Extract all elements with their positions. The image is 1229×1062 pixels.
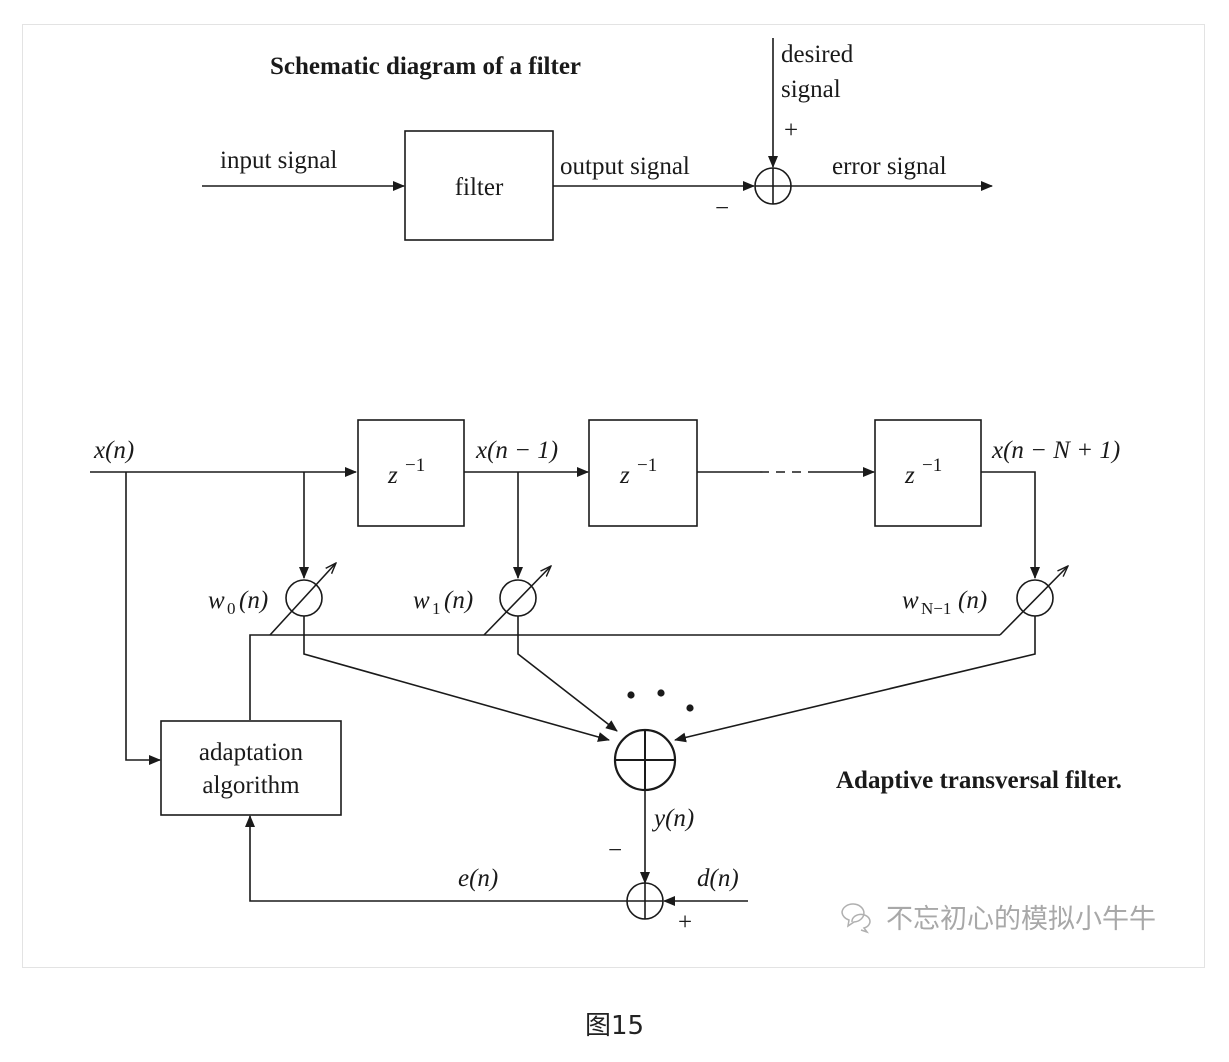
wechat-icon <box>841 903 865 928</box>
bottom-minus-sign: − <box>608 837 622 864</box>
weight-n-node <box>1016 579 1054 617</box>
input-signal-label: input signal <box>220 147 337 174</box>
bottom-plus-sign: + <box>678 909 692 936</box>
ellipsis-dot-1 <box>627 691 635 699</box>
weight-update-bus <box>249 634 1000 720</box>
adaptation-label-1: adaptation <box>199 739 304 766</box>
weight-1-node <box>499 579 537 617</box>
top-minus-sign: − <box>715 195 729 222</box>
wN-arg: (n) <box>958 587 987 614</box>
w1-arg: (n) <box>444 587 473 614</box>
desired-signal-label-1: desired <box>781 41 854 68</box>
error-signal-label: error signal <box>832 153 947 180</box>
w1-sub: 1 <box>432 599 441 618</box>
x-n-1-label: x(n − 1) <box>475 437 558 464</box>
filter-box <box>404 130 554 241</box>
last-tap-line <box>981 471 1040 579</box>
w0-arg: (n) <box>239 587 268 614</box>
delay-2-base: z <box>619 462 630 489</box>
adaptation-algorithm-box <box>160 720 342 816</box>
delay-box-1 <box>357 419 465 527</box>
w0-sub: 0 <box>227 599 236 618</box>
e-n-feedback-arrow <box>245 815 627 902</box>
wN-sub: N−1 <box>921 599 951 618</box>
weight-1-adjust-arrow <box>483 566 551 636</box>
top-plus-sign: + <box>784 117 798 144</box>
wechat-icon-bubble <box>851 913 871 934</box>
output-signal-label: output signal <box>560 153 690 180</box>
delay-2-exp: −1 <box>637 455 657 476</box>
delay-1-exp: −1 <box>405 455 425 476</box>
desired-signal-label-2: signal <box>781 76 841 103</box>
d-n-label: d(n) <box>697 865 739 892</box>
delay-n-base: z <box>904 462 915 489</box>
weight-n-adjust-arrow <box>999 566 1068 636</box>
e-n-label: e(n) <box>458 865 498 892</box>
weight-n-output <box>674 616 1036 743</box>
weight-0-adjust-arrow <box>269 563 336 636</box>
weight-1-output <box>517 616 618 732</box>
w0-base: w <box>208 587 225 614</box>
y-n-label: y(n) <box>651 805 694 832</box>
bottom-diagram-title: Adaptive transversal filter. <box>836 767 1122 794</box>
wN-base: w <box>902 587 919 614</box>
adaptation-label-2: algorithm <box>202 772 300 799</box>
figure-caption: 图15 <box>584 1011 645 1041</box>
filter-box-label: filter <box>455 174 504 201</box>
watermark-text: 不忘初心的模拟小牛牛 <box>886 904 1156 935</box>
ellipsis-dot-3 <box>686 704 694 712</box>
delay-box-2 <box>588 419 698 527</box>
x-n-N-1-label: x(n − N + 1) <box>991 437 1120 464</box>
x-n-to-adaptation <box>125 472 161 765</box>
top-filter-schematic: Schematic diagram of a filter input sign… <box>202 38 993 241</box>
w1-base: w <box>413 587 430 614</box>
delay-1-base: z <box>387 462 398 489</box>
ellipsis-dot-2 <box>657 689 665 697</box>
watermark: 不忘初心的模拟小牛牛 <box>841 903 1156 935</box>
weight-0-output <box>303 616 610 742</box>
delay-n-exp: −1 <box>922 455 942 476</box>
x-n-label: x(n) <box>93 437 134 464</box>
top-diagram-title: Schematic diagram of a filter <box>270 53 581 80</box>
delay-box-n <box>874 419 982 527</box>
adaptive-transversal-filter: x(n) z −1 x(n − 1) z −1 z −1 x(n − N + 1… <box>90 419 1122 936</box>
